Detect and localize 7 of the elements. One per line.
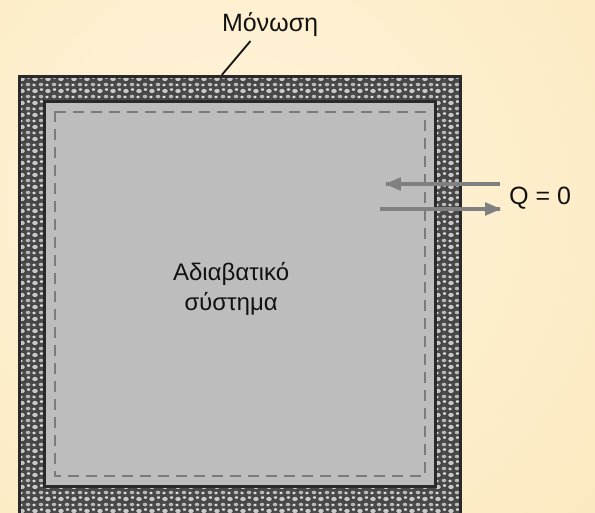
insulation-layer [18,75,462,513]
callout-label: Q = 0 [500,180,580,212]
leader-line [221,40,252,76]
system-label: Αδιαβατικό σύστημα [172,258,290,318]
heat-flow-arrow [380,202,501,216]
heat-flow-arrow [385,177,500,191]
callout-label: Μόνωση [205,5,335,41]
